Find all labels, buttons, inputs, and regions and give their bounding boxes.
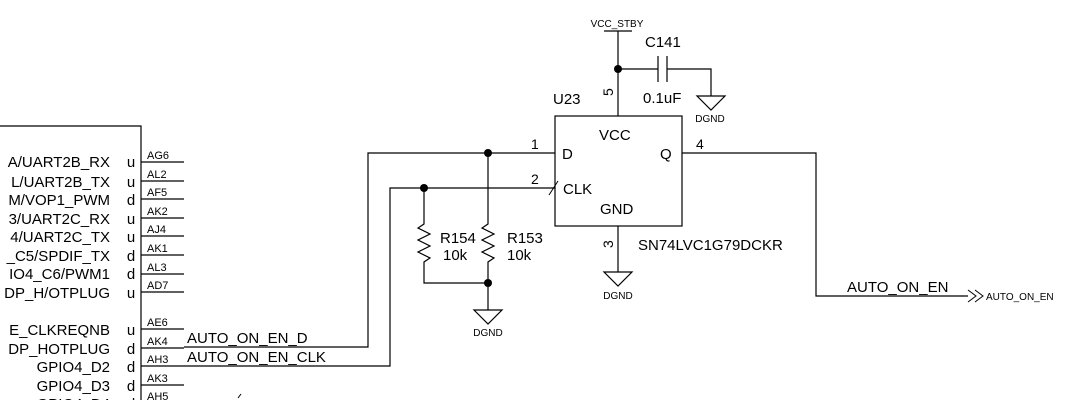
ground-label: DGND bbox=[603, 291, 632, 302]
chip-ball-id: AE6 bbox=[147, 317, 168, 329]
chip-pin-type: d bbox=[127, 192, 135, 209]
net-auto-on-en: AUTO_ON_EN AUTO_ON_EN bbox=[682, 152, 1054, 303]
ground-label: DGND bbox=[695, 114, 724, 125]
r153-value: 10k bbox=[507, 247, 532, 264]
power-label: VCC_STBY bbox=[591, 19, 644, 30]
resistor-r154-symbol bbox=[416, 188, 488, 284]
resistor-r153-symbol bbox=[480, 153, 496, 310]
chip-pin-name: DP_H/OTPLUG bbox=[4, 285, 110, 302]
chip-pin-name: M/VOP1_PWM bbox=[8, 192, 110, 209]
chip-pin-type: d bbox=[127, 378, 135, 395]
u23-pin5-number: 5 bbox=[600, 88, 616, 96]
chip-pin-type: d bbox=[127, 266, 135, 283]
chip-pin-name: IO4_C6/PWM1 bbox=[9, 266, 110, 283]
net-auto-on-en-d: AUTO_ON_EN_D bbox=[184, 152, 555, 348]
u23-pin3-number: 3 bbox=[600, 240, 616, 248]
u23-part-number: SN74LVC1G79DCKR bbox=[638, 237, 783, 254]
net-auto-on-en-clk: AUTO_ON_EN_CLK bbox=[184, 180, 559, 367]
ground-symbol-u23: DGND bbox=[602, 226, 634, 302]
u23-pin-clk: CLK bbox=[563, 181, 592, 198]
chip-pin-type: u bbox=[127, 174, 135, 191]
u23-pin-gnd: GND bbox=[600, 201, 634, 218]
ground-symbol-resistors: DGND bbox=[472, 309, 504, 339]
chip-ball-id: AF5 bbox=[147, 187, 167, 199]
chip-ball-id: AK1 bbox=[147, 243, 168, 255]
chip-pin-name: 4/UART2C_TX bbox=[10, 229, 110, 246]
chip-pin-type: u bbox=[127, 154, 135, 171]
chip-pin-type: d bbox=[127, 359, 135, 376]
chip-outline bbox=[0, 125, 142, 400]
chip-pin-type: d bbox=[127, 341, 135, 358]
chip-pin-type: u bbox=[127, 285, 135, 302]
ic-u23: U23 VCC D CLK GND Q 1 2 4 5 3 SN74LVC1G7… bbox=[531, 88, 783, 254]
ground-symbol-cap: DGND bbox=[695, 95, 727, 125]
chip-pin-name: A/UART2B_RX bbox=[8, 154, 110, 171]
resistor-r154: R154 10k bbox=[416, 188, 488, 284]
offpage-label: AUTO_ON_EN bbox=[986, 292, 1054, 303]
ground-label: DGND bbox=[473, 328, 502, 339]
r154-value: 10k bbox=[443, 247, 468, 264]
offpage-connector-icon bbox=[967, 289, 984, 303]
chip-pin-name: _C5/SPDIF_TX bbox=[6, 248, 110, 265]
chip-pin-type: u bbox=[127, 229, 135, 246]
chip-pin-name: GPIO4_D2 bbox=[37, 359, 110, 376]
power-vcc-stby: VCC_STBY bbox=[591, 19, 644, 116]
chip-pin-type: u bbox=[127, 322, 135, 339]
chip-ball-id: AL3 bbox=[147, 262, 167, 274]
net-label-auto-on-en-d: AUTO_ON_EN_D bbox=[187, 330, 308, 347]
u23-pin-d: D bbox=[562, 146, 573, 163]
chip-ball-id: AK2 bbox=[147, 206, 168, 218]
chip-ball-id: AH5 bbox=[147, 391, 168, 400]
net-label-auto-on-en: AUTO_ON_EN bbox=[847, 279, 948, 296]
chip-pin-name: GPIO4_D4 bbox=[37, 396, 110, 400]
net-label-auto-on-en-clk: AUTO_ON_EN_CLK bbox=[187, 349, 326, 366]
chip-pin-name: L/UART2B_TX bbox=[11, 174, 110, 191]
chip-pin-type: u bbox=[127, 211, 135, 228]
chip-ball-id: AG6 bbox=[147, 150, 169, 162]
chip-ball-id: AL2 bbox=[147, 169, 167, 181]
clk-edge-marker bbox=[548, 180, 559, 196]
chip-pin-type: d bbox=[127, 248, 135, 265]
u23-pin-vcc: VCC bbox=[599, 127, 631, 144]
chip-ball-id: AJ4 bbox=[147, 224, 166, 236]
chip-ball-id: AH3 bbox=[147, 354, 168, 366]
chip-pin-name: 3/UART2C_RX bbox=[9, 211, 110, 228]
chip-pin-name: E_CLKREQNB bbox=[9, 322, 110, 339]
u23-ref: U23 bbox=[553, 91, 581, 108]
chip-ball-id: AD7 bbox=[147, 280, 168, 292]
c141-value: 0.1uF bbox=[643, 90, 681, 107]
chip-pin-name: DP_HOTPLUG bbox=[8, 341, 110, 358]
resistor-r153: R153 10k bbox=[480, 153, 543, 310]
u23-pin4-number: 4 bbox=[696, 136, 704, 152]
stray-mark bbox=[237, 393, 242, 399]
chip-ball-id: AK4 bbox=[147, 336, 168, 348]
r153-ref: R153 bbox=[507, 230, 543, 247]
u23-pin1-number: 1 bbox=[531, 136, 539, 152]
c141-ref: C141 bbox=[645, 34, 681, 51]
chip-ball-id: AK3 bbox=[147, 373, 168, 385]
r154-ref: R154 bbox=[440, 230, 476, 247]
chip-pin-name: GPIO4_D3 bbox=[37, 378, 110, 395]
chip-pin-type: d bbox=[127, 396, 135, 400]
u23-pin2-number: 2 bbox=[531, 171, 539, 187]
u23-pin-q: Q bbox=[660, 146, 672, 163]
capacitor-c141: C141 0.1uF bbox=[618, 34, 712, 107]
